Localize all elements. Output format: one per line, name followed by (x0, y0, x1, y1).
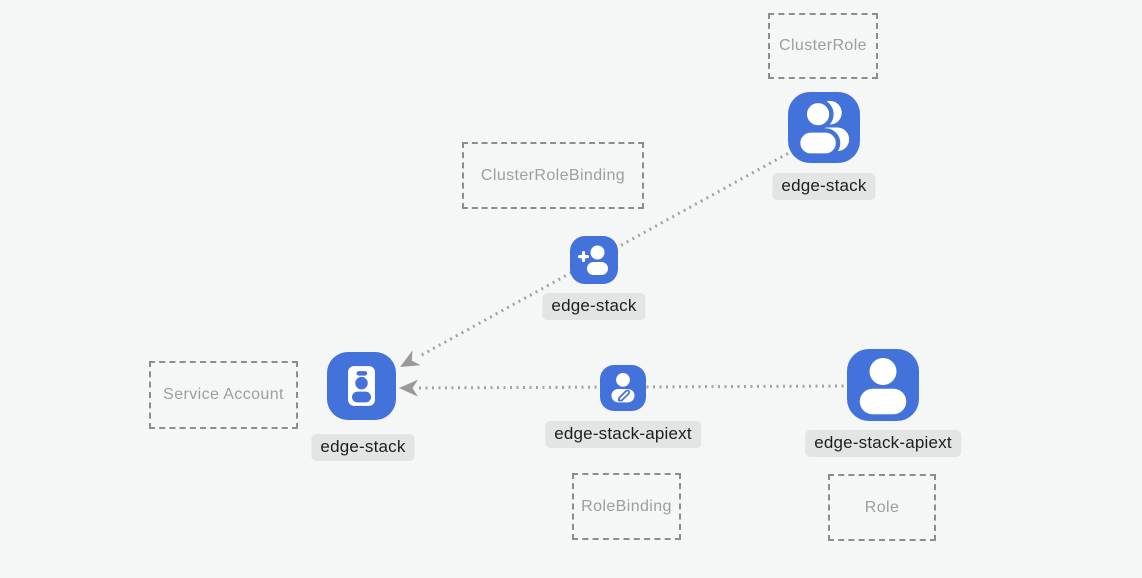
id-badge-icon (348, 366, 375, 406)
role-kind-label: Role (864, 498, 900, 516)
clusterrole-name-badge: edge-stack (772, 173, 876, 200)
arrowhead-icon (399, 379, 419, 397)
rolebinding-name-badge: edge-stack-apiext (545, 421, 701, 448)
role-kind-box: Role (828, 474, 936, 541)
users-icon (795, 98, 850, 158)
clusterrolebinding-name-badge: edge-stack (542, 293, 646, 320)
clusterrole-kind-label: ClusterRole (779, 37, 867, 54)
user-edit-icon (611, 372, 635, 403)
role-node[interactable] (847, 349, 919, 421)
clusterrolebinding-kind-box: ClusterRoleBinding (462, 142, 644, 209)
serviceaccount-name-badge: edge-stack (311, 434, 415, 461)
serviceaccount-kind-box: Service Account (149, 361, 298, 429)
rolebinding-kind-label: RoleBinding (581, 497, 672, 515)
rolebinding-node[interactable] (600, 365, 646, 411)
clusterrole-node[interactable] (788, 92, 860, 163)
clusterrolebinding-node[interactable] (570, 236, 618, 284)
rolebinding-kind-box: RoleBinding (572, 473, 681, 540)
serviceaccount-kind-label: Service Account (163, 386, 284, 403)
clusterrole-kind-box: ClusterRole (768, 13, 878, 79)
arrowhead-icon (400, 350, 421, 367)
serviceaccount-node[interactable] (327, 352, 396, 420)
user-plus-icon (578, 245, 608, 275)
clusterrolebinding-kind-label: ClusterRoleBinding (480, 166, 626, 184)
role-name-badge: edge-stack-apiext (805, 430, 961, 457)
user-icon (859, 358, 907, 415)
